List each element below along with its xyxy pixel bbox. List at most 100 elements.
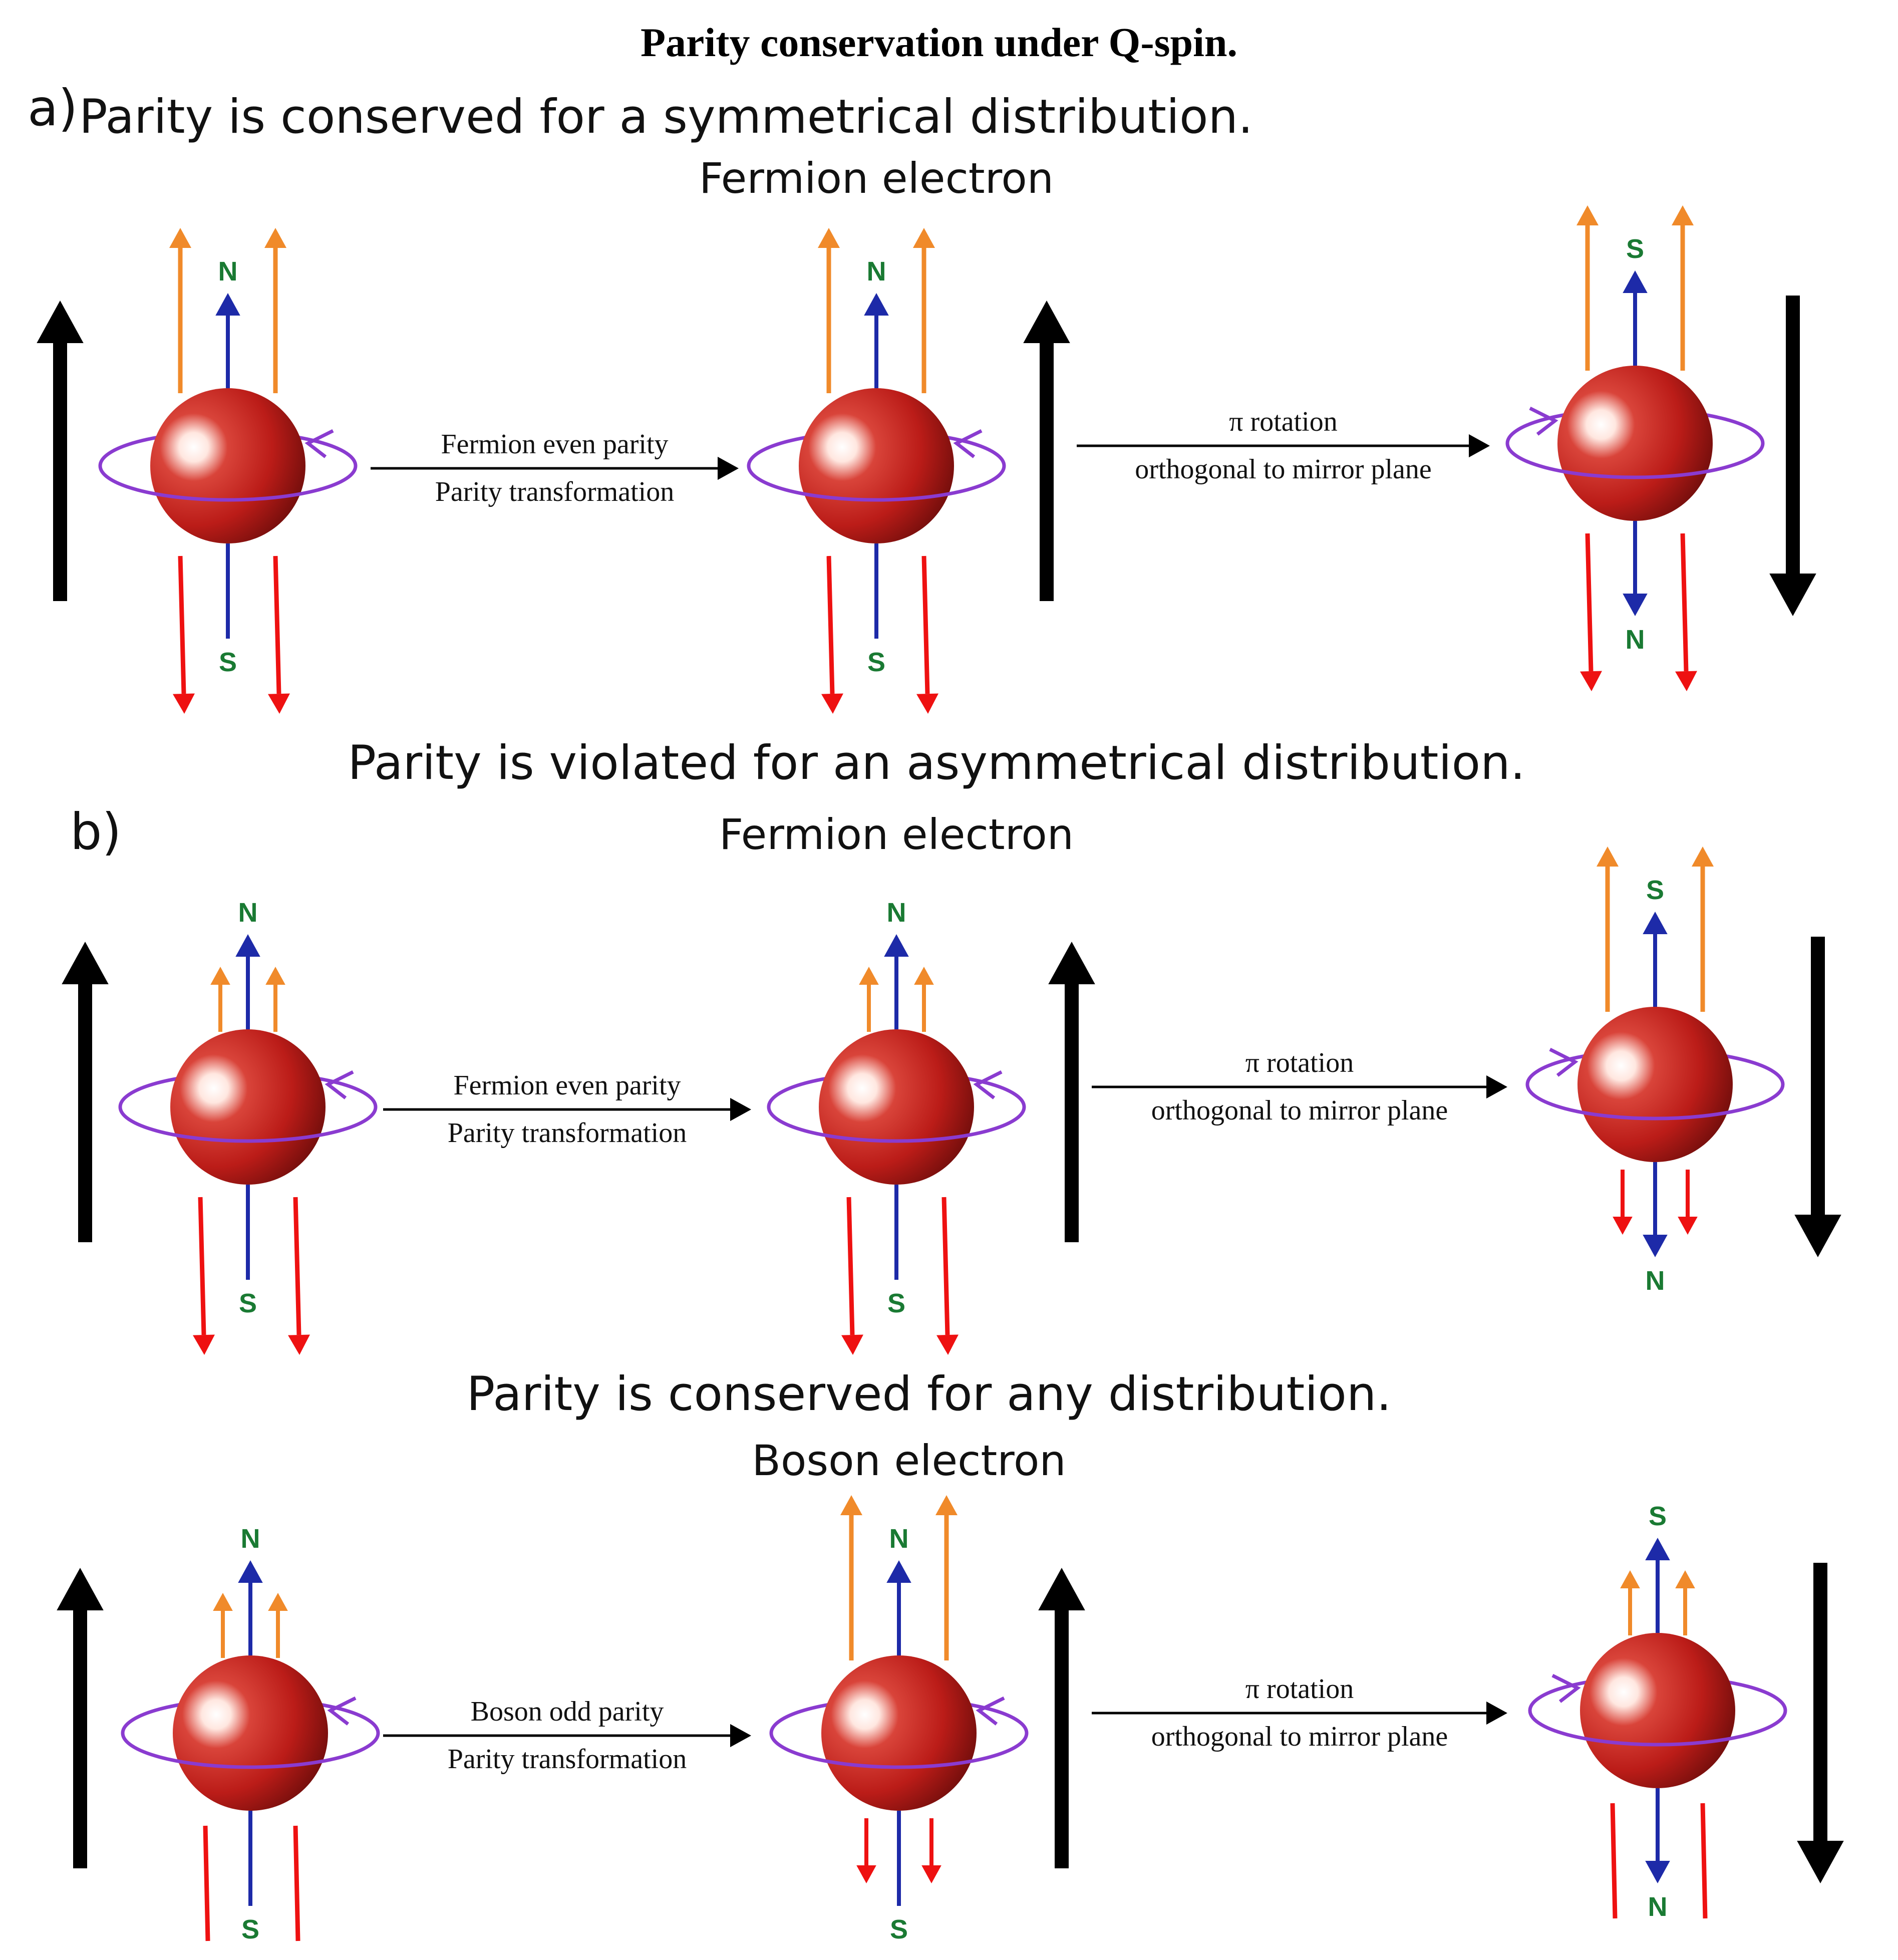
particle: SN bbox=[1525, 847, 1785, 1296]
spin-up-arrow-head bbox=[1038, 1568, 1085, 1610]
electron-sphere-icon bbox=[150, 388, 305, 543]
panel-label: a) bbox=[28, 79, 78, 137]
particle: NS bbox=[98, 228, 358, 714]
step1-label: Fermion even parity bbox=[453, 1070, 681, 1101]
step2-sublabel: orthogonal to mirror plane bbox=[1135, 454, 1432, 485]
step1-label: Boson odd parity bbox=[471, 1696, 664, 1727]
axis-top-head bbox=[864, 293, 889, 316]
spin-down-arrow-head bbox=[1797, 1841, 1844, 1883]
axis-top-head bbox=[215, 293, 240, 316]
orbit-arrowhead bbox=[953, 429, 983, 458]
field-up-left-head bbox=[818, 228, 840, 248]
spin-orbit-icon bbox=[1525, 1084, 1785, 1121]
electron-sphere-icon bbox=[170, 1029, 326, 1185]
axis-top-head bbox=[886, 1560, 911, 1583]
field-up-right-head bbox=[264, 228, 286, 248]
orbit-arrowhead bbox=[1549, 1047, 1578, 1077]
pole-label-bottom: N bbox=[1626, 625, 1645, 655]
field-up-right-head bbox=[1672, 205, 1694, 225]
pole-label-bottom: S bbox=[887, 1288, 905, 1318]
orbit-arrowhead bbox=[327, 1696, 357, 1726]
field-down-left-head bbox=[192, 1334, 215, 1355]
row-subheading: Boson electron bbox=[752, 1436, 1066, 1485]
field-down-right-shaft bbox=[1680, 533, 1689, 672]
pole-label-top: S bbox=[1626, 234, 1644, 264]
pole-label-bottom: S bbox=[219, 647, 237, 677]
spin-orbit-icon bbox=[767, 1106, 1026, 1143]
field-line-left bbox=[1610, 1803, 1618, 1919]
field-down-right-head bbox=[1678, 1217, 1698, 1235]
spin-orbit-icon bbox=[1528, 1710, 1787, 1747]
pole-label-top: N bbox=[241, 1524, 260, 1554]
particle: NS bbox=[769, 1495, 1029, 1944]
axis-bottom-head bbox=[1643, 1235, 1668, 1257]
field-down-right-head bbox=[1675, 671, 1697, 691]
row-subheading: Fermion electron bbox=[719, 810, 1074, 859]
field-up-right-head bbox=[265, 967, 285, 985]
step1-sublabel: Parity transformation bbox=[448, 1117, 687, 1149]
field-down-right-head bbox=[921, 1865, 941, 1883]
row-c: Parity is conserved for any distribution… bbox=[467, 1367, 1392, 1485]
row-a: a) Parity is conserved for a symmetrical… bbox=[28, 79, 1253, 203]
panel-label: b) bbox=[70, 802, 122, 861]
field-down-right-head bbox=[916, 693, 938, 714]
parity-transform-arrow-head bbox=[718, 456, 739, 480]
orbit-arrowhead bbox=[976, 1696, 1005, 1726]
field-line-right bbox=[1700, 1803, 1708, 1919]
field-down-left-head bbox=[1613, 1217, 1633, 1235]
particle: SN bbox=[1528, 1501, 1787, 1922]
orbit-arrowhead bbox=[1529, 406, 1558, 436]
pole-label-bottom: N bbox=[1646, 1266, 1665, 1296]
spin-up-arrow-head bbox=[1048, 942, 1095, 984]
pole-label-top: S bbox=[1646, 875, 1664, 905]
orbit-arrowhead bbox=[304, 429, 334, 458]
pole-label-bottom: N bbox=[1648, 1892, 1668, 1922]
field-up-left-head bbox=[1576, 205, 1599, 225]
row-b: b) Parity is violated for an asymmetrica… bbox=[70, 736, 1525, 861]
electron-sphere-icon bbox=[821, 1655, 977, 1811]
row-subheading: Fermion electron bbox=[699, 154, 1054, 203]
field-down-right-head bbox=[936, 1334, 959, 1355]
step2-label: π rotation bbox=[1245, 1673, 1354, 1705]
field-down-left-head bbox=[856, 1865, 876, 1883]
spin-orbit-icon bbox=[747, 465, 1006, 502]
pole-label-top: N bbox=[867, 256, 886, 287]
pole-label-top: N bbox=[218, 256, 238, 287]
electron-sphere-icon bbox=[819, 1029, 974, 1185]
field-down-left-shaft bbox=[178, 555, 186, 694]
electron-sphere-icon bbox=[173, 1655, 328, 1811]
pole-label-top: N bbox=[887, 898, 906, 928]
field-down-left-shaft bbox=[198, 1197, 206, 1335]
field-up-right-head bbox=[914, 967, 934, 985]
step2-label: π rotation bbox=[1229, 406, 1337, 437]
particle: NS bbox=[121, 1524, 380, 1944]
step1-sublabel: Parity transformation bbox=[448, 1744, 687, 1775]
pole-label-bottom: S bbox=[890, 1914, 908, 1944]
spin-orbit-icon bbox=[98, 465, 358, 502]
axis-top-head bbox=[238, 1560, 263, 1583]
field-up-left-head bbox=[210, 967, 230, 985]
field-down-left-shaft bbox=[846, 1197, 855, 1335]
field-down-left-head bbox=[841, 1334, 863, 1355]
axis-bottom-head bbox=[1623, 594, 1648, 616]
pole-label-bottom: S bbox=[867, 647, 885, 677]
field-down-right-head bbox=[287, 1334, 310, 1355]
spin-orbit-icon bbox=[769, 1733, 1029, 1769]
spin-orbit-icon bbox=[121, 1733, 380, 1769]
rotation-arrow-head bbox=[1469, 434, 1490, 458]
orbit-arrowhead bbox=[1551, 1673, 1581, 1703]
orbit-arrowhead bbox=[973, 1070, 1003, 1099]
field-up-left-head bbox=[213, 1593, 233, 1611]
field-up-right-head bbox=[935, 1495, 958, 1515]
field-down-left-shaft bbox=[1585, 533, 1594, 672]
electron-sphere-icon bbox=[1580, 1633, 1735, 1788]
parity-transform-arrow-head bbox=[730, 1724, 751, 1748]
row-heading: Parity is conserved for a symmetrical di… bbox=[79, 90, 1253, 144]
step1-label: Fermion even parity bbox=[441, 429, 668, 460]
field-down-right-shaft bbox=[941, 1197, 950, 1335]
figure-title: Parity conservation under Q-spin. bbox=[641, 20, 1237, 65]
field-down-right-shaft bbox=[293, 1197, 301, 1335]
spin-down-arrow-head bbox=[1769, 574, 1816, 616]
